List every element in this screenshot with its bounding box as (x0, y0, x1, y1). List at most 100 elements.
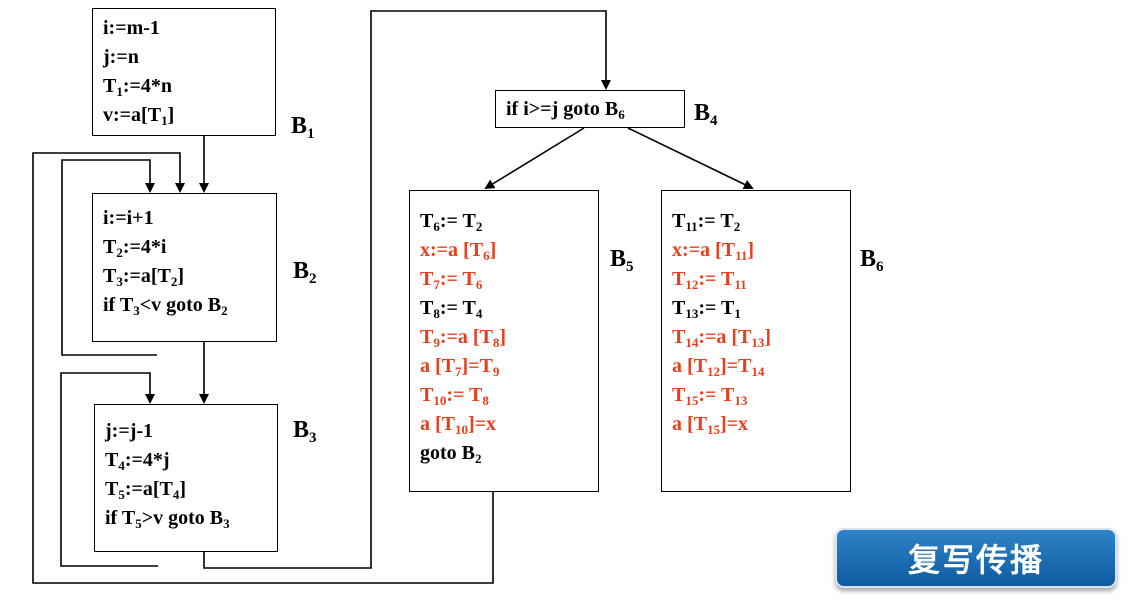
subscript: 6 (483, 248, 490, 263)
subscript: 10 (433, 393, 447, 408)
subscript: 10 (455, 422, 468, 437)
code-text: T (103, 265, 117, 287)
code-text: ] (747, 239, 755, 261)
subscript: 2 (475, 219, 483, 234)
code-text: ]=T (461, 355, 493, 377)
subscript: 2 (116, 245, 123, 260)
subscript: 3 (116, 274, 123, 289)
b6-code-line: T15:= T13 (672, 381, 850, 410)
subscript: 5 (135, 516, 142, 531)
b5-code-line: x:=a [T6] (420, 236, 598, 265)
b5-code-line: T10:= T8 (420, 381, 598, 410)
subscript: 2 (170, 274, 178, 289)
edge-b3-loop (60, 372, 158, 567)
b5-code-line: a [T10]=x (420, 410, 598, 439)
subscript: 14 (685, 335, 699, 350)
b3-code-line: T4:=4*j (105, 446, 277, 475)
label-letter: B (291, 113, 308, 139)
code-text: T (672, 297, 686, 319)
subscript: 11 (685, 219, 698, 234)
code-text: if T (105, 507, 136, 529)
code-text: ]=T (720, 355, 752, 377)
subscript: 11 (734, 277, 747, 292)
code-text: >v goto B (141, 507, 224, 529)
label-subscript: 3 (309, 430, 317, 446)
code-text: i:=m-1 (103, 17, 160, 39)
code-text: := T (698, 268, 735, 290)
code-text: := T (439, 210, 476, 232)
code-text: := T (446, 384, 483, 406)
subscript: 2 (475, 451, 482, 466)
block-b4-label: B4 (694, 100, 718, 129)
code-text: := T (697, 210, 734, 232)
edge-b3-b4 (203, 10, 611, 569)
subscript: 8 (482, 393, 489, 408)
code-text: T (103, 236, 117, 258)
b6-code-line: a [T15]=x (672, 410, 850, 439)
code-text: :=4*j (124, 449, 170, 471)
block-b1-label: B1 (291, 113, 315, 142)
b5-code-line: a [T7]=T9 (420, 352, 598, 381)
code-text: ] (499, 326, 507, 348)
b1-code-line: v:=a[T1] (103, 101, 275, 130)
code-text: ]=x (468, 413, 497, 435)
code-text: := T (439, 297, 476, 319)
code-text: T (103, 75, 117, 97)
code-text: T (420, 326, 434, 348)
subscript: 13 (734, 393, 748, 408)
b5-code-line: T8:= T4 (420, 294, 598, 323)
block-b6-label: B6 (860, 246, 884, 275)
b5-code-line: T6:= T2 (420, 207, 598, 236)
subscript: 4 (475, 306, 483, 321)
subscript: 4 (118, 458, 125, 473)
code-text: T (420, 384, 434, 406)
code-text: ] (179, 478, 187, 500)
label-subscript: 1 (307, 126, 315, 142)
code-text: T (672, 326, 686, 348)
subscript: 2 (221, 303, 228, 318)
subscript: 9 (433, 335, 440, 350)
b2-code-line: i:=i+1 (103, 204, 276, 233)
edge-b2-loop (61, 159, 157, 356)
b6-code-line: a [T12]=T14 (672, 352, 850, 381)
subscript: 15 (707, 422, 720, 437)
code-text: a [T (420, 355, 455, 377)
subscript: 9 (492, 364, 500, 379)
b3-code-line: T5:=a[T4] (105, 475, 277, 504)
label-subscript: 5 (626, 259, 634, 275)
code-text: ] (167, 104, 175, 126)
code-text: ] (489, 239, 497, 261)
b1-code-line: T1:=4*n (103, 72, 275, 101)
badge-text: 复写传播 (907, 541, 1044, 579)
code-text: T (672, 384, 686, 406)
b3-code-line: j:=j-1 (105, 417, 277, 446)
b3-code-line: if T5>v goto B3 (105, 504, 277, 533)
edge-b4-b5 (484, 127, 585, 190)
code-text: :=a [T (698, 326, 752, 348)
edge-b4-b6 (627, 127, 754, 190)
subscript: 1 (161, 113, 168, 128)
subscript: 15 (685, 393, 699, 408)
subscript: 3 (223, 516, 230, 531)
code-text: T (105, 478, 119, 500)
code-text: :=4*n (122, 75, 173, 97)
code-text: a [T (672, 355, 707, 377)
b5-code-line: T7:= T6 (420, 265, 598, 294)
code-text: a [T (420, 413, 455, 435)
b4-code-line: if i>=j goto B6 (506, 95, 684, 124)
subscript: 12 (685, 277, 699, 292)
code-text: i:=i+1 (103, 207, 154, 229)
code-text: T (420, 268, 434, 290)
code-text: if i>=j goto B (506, 98, 619, 120)
code-text: a [T (672, 413, 707, 435)
subscript: 5 (118, 487, 125, 502)
block-b2-label: B2 (293, 258, 317, 287)
code-text: := T (698, 384, 735, 406)
label-letter: B (293, 258, 310, 284)
subscript: 1 (734, 306, 741, 321)
label-subscript: 6 (876, 259, 884, 275)
b5-code-line: goto B2 (420, 439, 598, 468)
code-text: := T (439, 268, 476, 290)
